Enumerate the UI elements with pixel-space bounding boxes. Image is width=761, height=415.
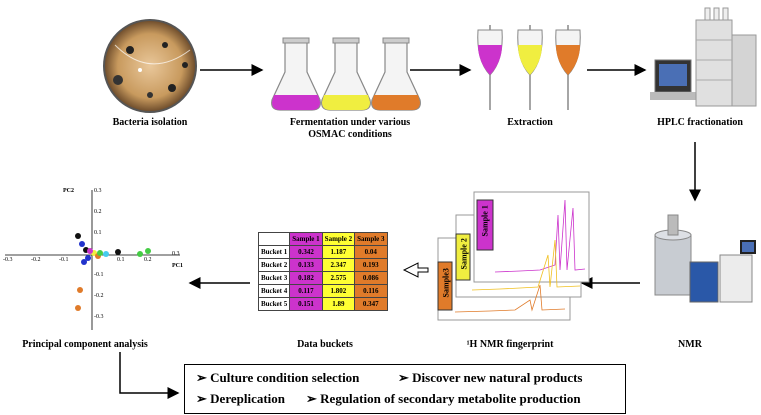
table-header-cell: Sample 2 <box>321 232 356 246</box>
table-cell: 0.182 <box>289 271 323 285</box>
nmr-instrument <box>654 214 756 303</box>
table-row: Bucket 1 0.342 1.187 0.04 <box>257 245 388 259</box>
table-cell: 0.116 <box>354 284 388 298</box>
pca-pc1-label: PC1 <box>172 263 183 269</box>
table-cell: Bucket 4 <box>257 284 291 298</box>
table-cell: Bucket 5 <box>257 297 291 311</box>
flask-yellow <box>321 37 371 111</box>
pca-xtick: 0.3 <box>172 251 180 257</box>
pca-ytick: 0.3 <box>94 188 102 194</box>
table-cell: 1.187 <box>321 245 356 259</box>
table-cell: 1.89 <box>321 297 356 311</box>
pca-pc2-label: PC2 <box>63 188 74 194</box>
label-fermentation-line1: Fermentation under various <box>289 117 411 128</box>
table-cell: 2.575 <box>321 271 356 285</box>
label-bacteria-isolation: Bacteria isolation <box>112 117 188 128</box>
pca-ytick: -0.3 <box>94 314 104 320</box>
table-cell: 0.151 <box>289 297 323 311</box>
outcome-dereplication: ➢ Dereplication <box>196 391 286 406</box>
table-header-cell <box>257 232 291 246</box>
table-cell: Bucket 3 <box>257 271 291 285</box>
outcome-dereplication-text: Dereplication <box>210 391 286 406</box>
pca-ytick: 0.1 <box>94 230 102 236</box>
table-cell: 0.347 <box>354 297 388 311</box>
pca-ytick: -0.1 <box>94 272 104 278</box>
label-fermentation-line2: OSMAC conditions <box>308 129 392 140</box>
fingerprint-sample1-label: Sample 1 <box>480 205 490 237</box>
table-header-row: Sample 1 Sample 2 Sample 3 <box>257 232 388 246</box>
fingerprint-sample3-label: Sample3 <box>441 268 451 298</box>
label-nmr-fingerprint: ¹H NMR fingerprint <box>466 339 554 350</box>
table-row: Bucket 5 0.151 1.89 0.347 <box>257 297 388 311</box>
separatory-funnels <box>477 25 581 110</box>
outcomes-box <box>184 364 626 414</box>
label-pca: Principal component analysis <box>22 339 148 350</box>
table-row: Bucket 4 0.117 1.802 0.116 <box>257 284 388 298</box>
label-hplc-fractionation: HPLC fractionation <box>657 117 743 128</box>
label-nmr: NMR <box>678 339 702 350</box>
table-header-cell: Sample 1 <box>289 232 323 246</box>
flask-orange <box>371 37 421 111</box>
table-cell: 0.04 <box>354 245 388 259</box>
fingerprint-sample2-label: Sample 2 <box>459 238 469 270</box>
table-cell: 2.347 <box>321 258 356 272</box>
outcome-discover: ➢ Discover new natural products <box>398 370 583 385</box>
pca-xtick: 0.1 <box>117 257 125 263</box>
table-cell: 0.342 <box>289 245 323 259</box>
outcome-regulation-text: Regulation of secondary metabolite produ… <box>320 391 581 406</box>
outcome-culture: ➢ Culture condition selection <box>196 370 360 385</box>
label-fermentation: Fermentation under various OSMAC conditi… <box>270 117 430 141</box>
table-cell: 0.133 <box>289 258 323 272</box>
pca-xtick: -0.1 <box>59 257 69 263</box>
label-extraction: Extraction <box>507 117 553 128</box>
table-cell: 0.117 <box>289 284 323 298</box>
petri-dish-image <box>103 19 197 113</box>
table-cell: 1.802 <box>321 284 356 298</box>
table-row: Bucket 3 0.182 2.575 0.086 <box>257 271 388 285</box>
table-cell: Bucket 2 <box>257 258 291 272</box>
pca-scatter-plot <box>5 190 180 330</box>
pca-xtick: -0.3 <box>3 257 13 263</box>
label-data-buckets: Data buckets <box>297 339 353 350</box>
pca-ytick: -0.2 <box>94 293 104 299</box>
pca-xtick: 0.2 <box>144 257 152 263</box>
outcome-regulation: ➢ Regulation of secondary metabolite pro… <box>306 391 581 406</box>
pca-xtick: -0.2 <box>31 257 41 263</box>
table-cell: 0.086 <box>354 271 388 285</box>
outcome-discover-text: Discover new natural products <box>412 370 583 385</box>
outcome-culture-text: Culture condition selection <box>210 370 360 385</box>
table-header-cell: Sample 3 <box>354 232 388 246</box>
nmr-spectra-stack <box>437 191 590 321</box>
data-buckets-table: Sample 1 Sample 2 Sample 3 Bucket 1 0.34… <box>257 232 388 311</box>
hplc-instrument <box>650 7 757 107</box>
table-row: Bucket 2 0.133 2.347 0.193 <box>257 258 388 272</box>
flask-magenta <box>271 37 321 111</box>
table-cell: Bucket 1 <box>257 245 291 259</box>
pca-ytick: 0.2 <box>94 209 102 215</box>
table-cell: 0.193 <box>354 258 388 272</box>
